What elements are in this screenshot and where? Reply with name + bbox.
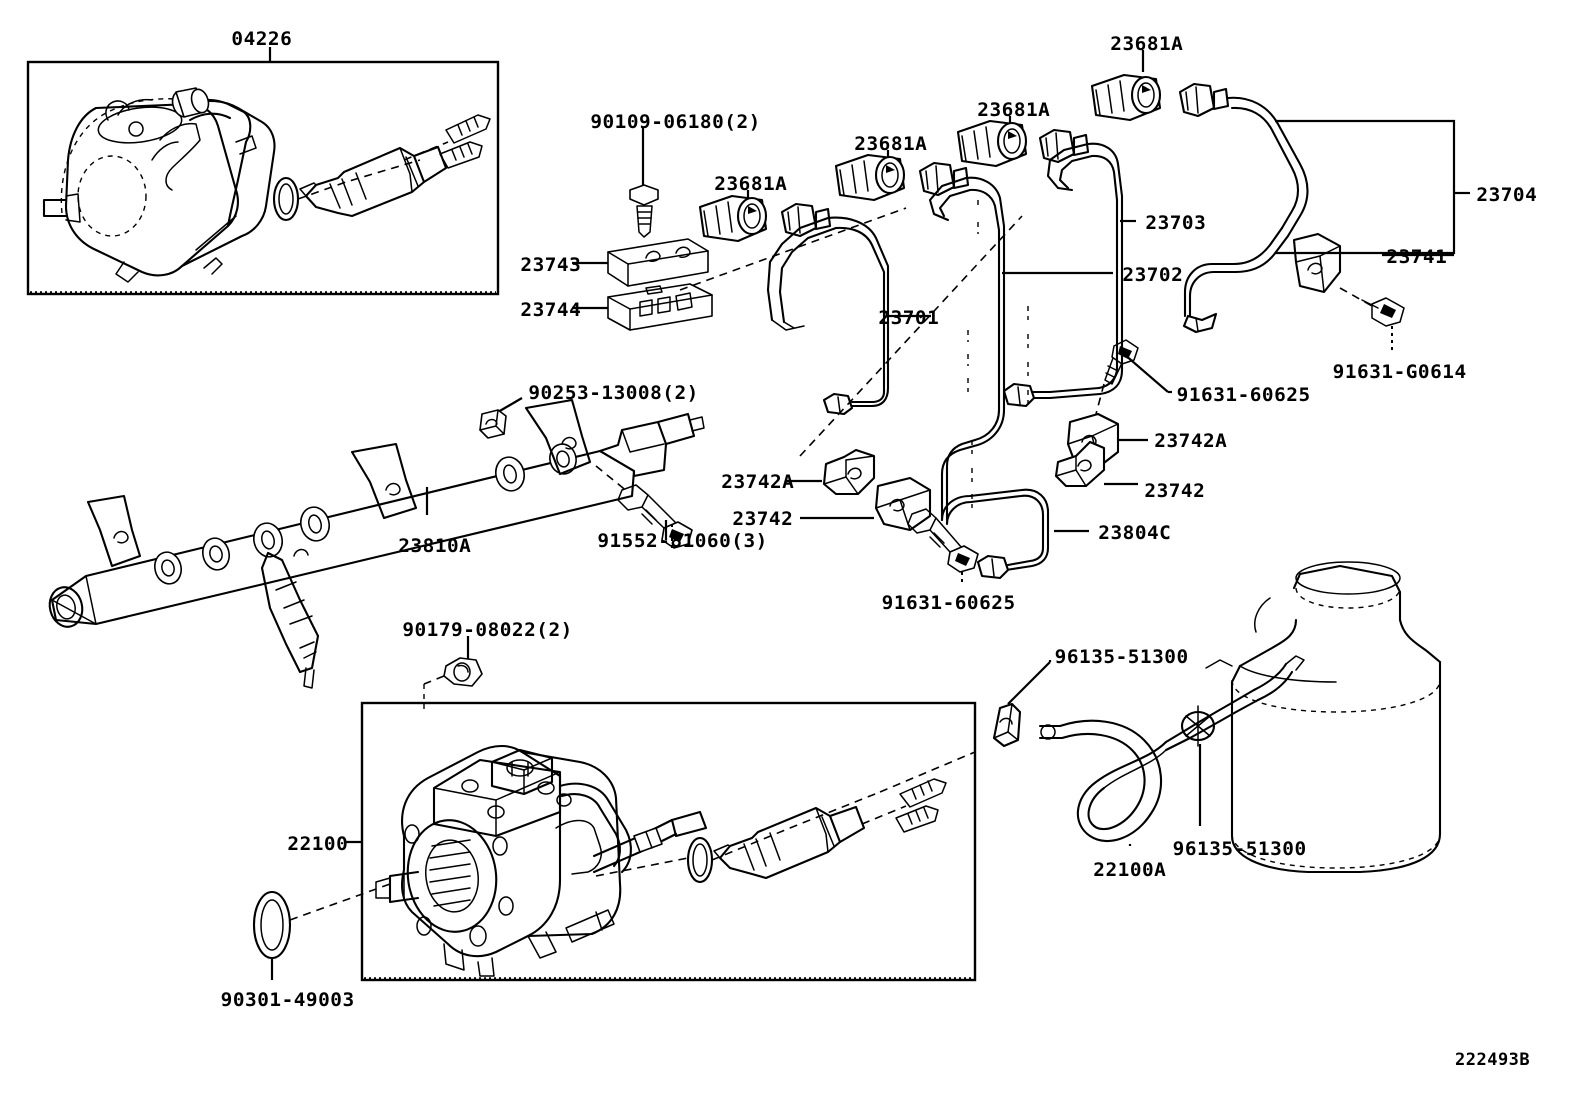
nut-90179-08022	[423, 636, 483, 712]
pipe-nut-4	[1178, 82, 1230, 118]
clamp-23743	[572, 238, 709, 287]
part-label-22100a: 22100A	[1093, 859, 1167, 881]
connector-23681a-1	[698, 190, 768, 243]
part-label-23744: 23744	[520, 299, 582, 321]
part-label-23742-left: 23742	[732, 508, 794, 530]
part-label-23681a-1: 23681A	[714, 173, 788, 195]
assembly-axis-1	[679, 207, 907, 291]
part-label-23810a: 23810A	[398, 535, 472, 557]
part-label-91631-60625-upper: 91631-60625	[1176, 384, 1311, 406]
part-label-90109-06180: 90109-06180(2)	[590, 111, 761, 133]
fuel-filter-housing	[1205, 561, 1442, 874]
o-ring-and-solenoid-22100	[595, 751, 976, 884]
sheet-number: 222493B	[1455, 1050, 1531, 1070]
bolt-91631-g0614	[1339, 287, 1405, 352]
part-label-96135-51300-lower: 96135-51300	[1172, 838, 1307, 860]
part-label-23704: 23704	[1476, 184, 1538, 206]
connector-23681a-4	[1090, 50, 1162, 122]
part-label-23681a-3: 23681A	[977, 99, 1051, 121]
clamp-23742-left	[800, 476, 932, 532]
solenoid-04226	[299, 145, 448, 218]
clamp-23744	[572, 283, 713, 331]
o-ring-90301-49003	[252, 883, 391, 980]
clamp-23742-right	[1054, 440, 1138, 488]
part-label-04226: 04226	[231, 28, 293, 50]
hose-clamp-96135-51300-upper	[992, 660, 1052, 748]
fuel-hose-22100a	[992, 655, 1305, 846]
part-label-23681a-2: 23681A	[854, 133, 928, 155]
part-label-23742-right: 23742	[1144, 480, 1206, 502]
kit-box-04226	[26, 60, 500, 296]
supply-pump-illustration-04226	[42, 87, 491, 283]
supply-pump-illustration-22100	[375, 744, 708, 977]
part-label-23742a-left: 23742A	[721, 471, 795, 493]
part-90253-13008	[479, 397, 523, 439]
common-rail-23810a	[48, 398, 705, 689]
assembly-axis-2	[799, 215, 1023, 457]
bolt-90109-06180	[629, 128, 659, 238]
fuel-pipe-23702	[940, 176, 1113, 522]
bolt-91552-81060	[595, 465, 693, 549]
part-label-90301-49003: 90301-49003	[220, 989, 355, 1011]
part-label-22100: 22100	[287, 833, 349, 855]
part-label-23701: 23701	[878, 307, 940, 329]
fuel-pipe-23703	[1002, 142, 1136, 408]
hose-assembly-23704	[1182, 96, 1470, 352]
hose-clamp-96135-51300-lower	[1180, 705, 1216, 826]
part-label-91631-60625-lower: 91631-60625	[881, 592, 1016, 614]
part-label-90179-08022: 90179-08022(2)	[402, 619, 573, 641]
pipe-bend-detail	[766, 142, 1094, 331]
part-label-90253-13008: 90253-13008(2)	[528, 382, 699, 404]
part-label-23681a-4: 23681A	[1110, 33, 1184, 55]
part-label-23702: 23702	[1122, 264, 1184, 286]
connector-23681a-3	[956, 116, 1028, 168]
injector-nozzle	[260, 551, 320, 674]
clamp-23742a-left	[786, 448, 876, 496]
studs-04226	[439, 114, 491, 169]
supply-pump-box-22100	[360, 701, 977, 982]
part-label-23804c: 23804C	[1098, 522, 1172, 544]
part-label-23742a-right: 23742A	[1154, 430, 1228, 452]
part-label-23703: 23703	[1145, 212, 1207, 234]
connector-23681a-2	[834, 150, 906, 202]
pipe-nut-3	[1038, 128, 1090, 164]
bolt-91631-60625-lower	[907, 508, 979, 584]
part-label-91552-81060: 91552-81060(3)	[597, 530, 768, 552]
part-label-96135-51300-upper: 96135-51300	[1054, 646, 1189, 668]
part-label-23743: 23743	[520, 254, 582, 276]
return-pipe-23804c	[940, 488, 1089, 580]
part-label-91631-g0614: 91631-G0614	[1332, 361, 1467, 383]
pipe-nut-1	[780, 202, 832, 238]
bolt-91631-60625-upper	[1095, 339, 1172, 415]
fuel-pipe-23701	[822, 216, 931, 416]
part-label-23741: 23741	[1386, 246, 1448, 268]
